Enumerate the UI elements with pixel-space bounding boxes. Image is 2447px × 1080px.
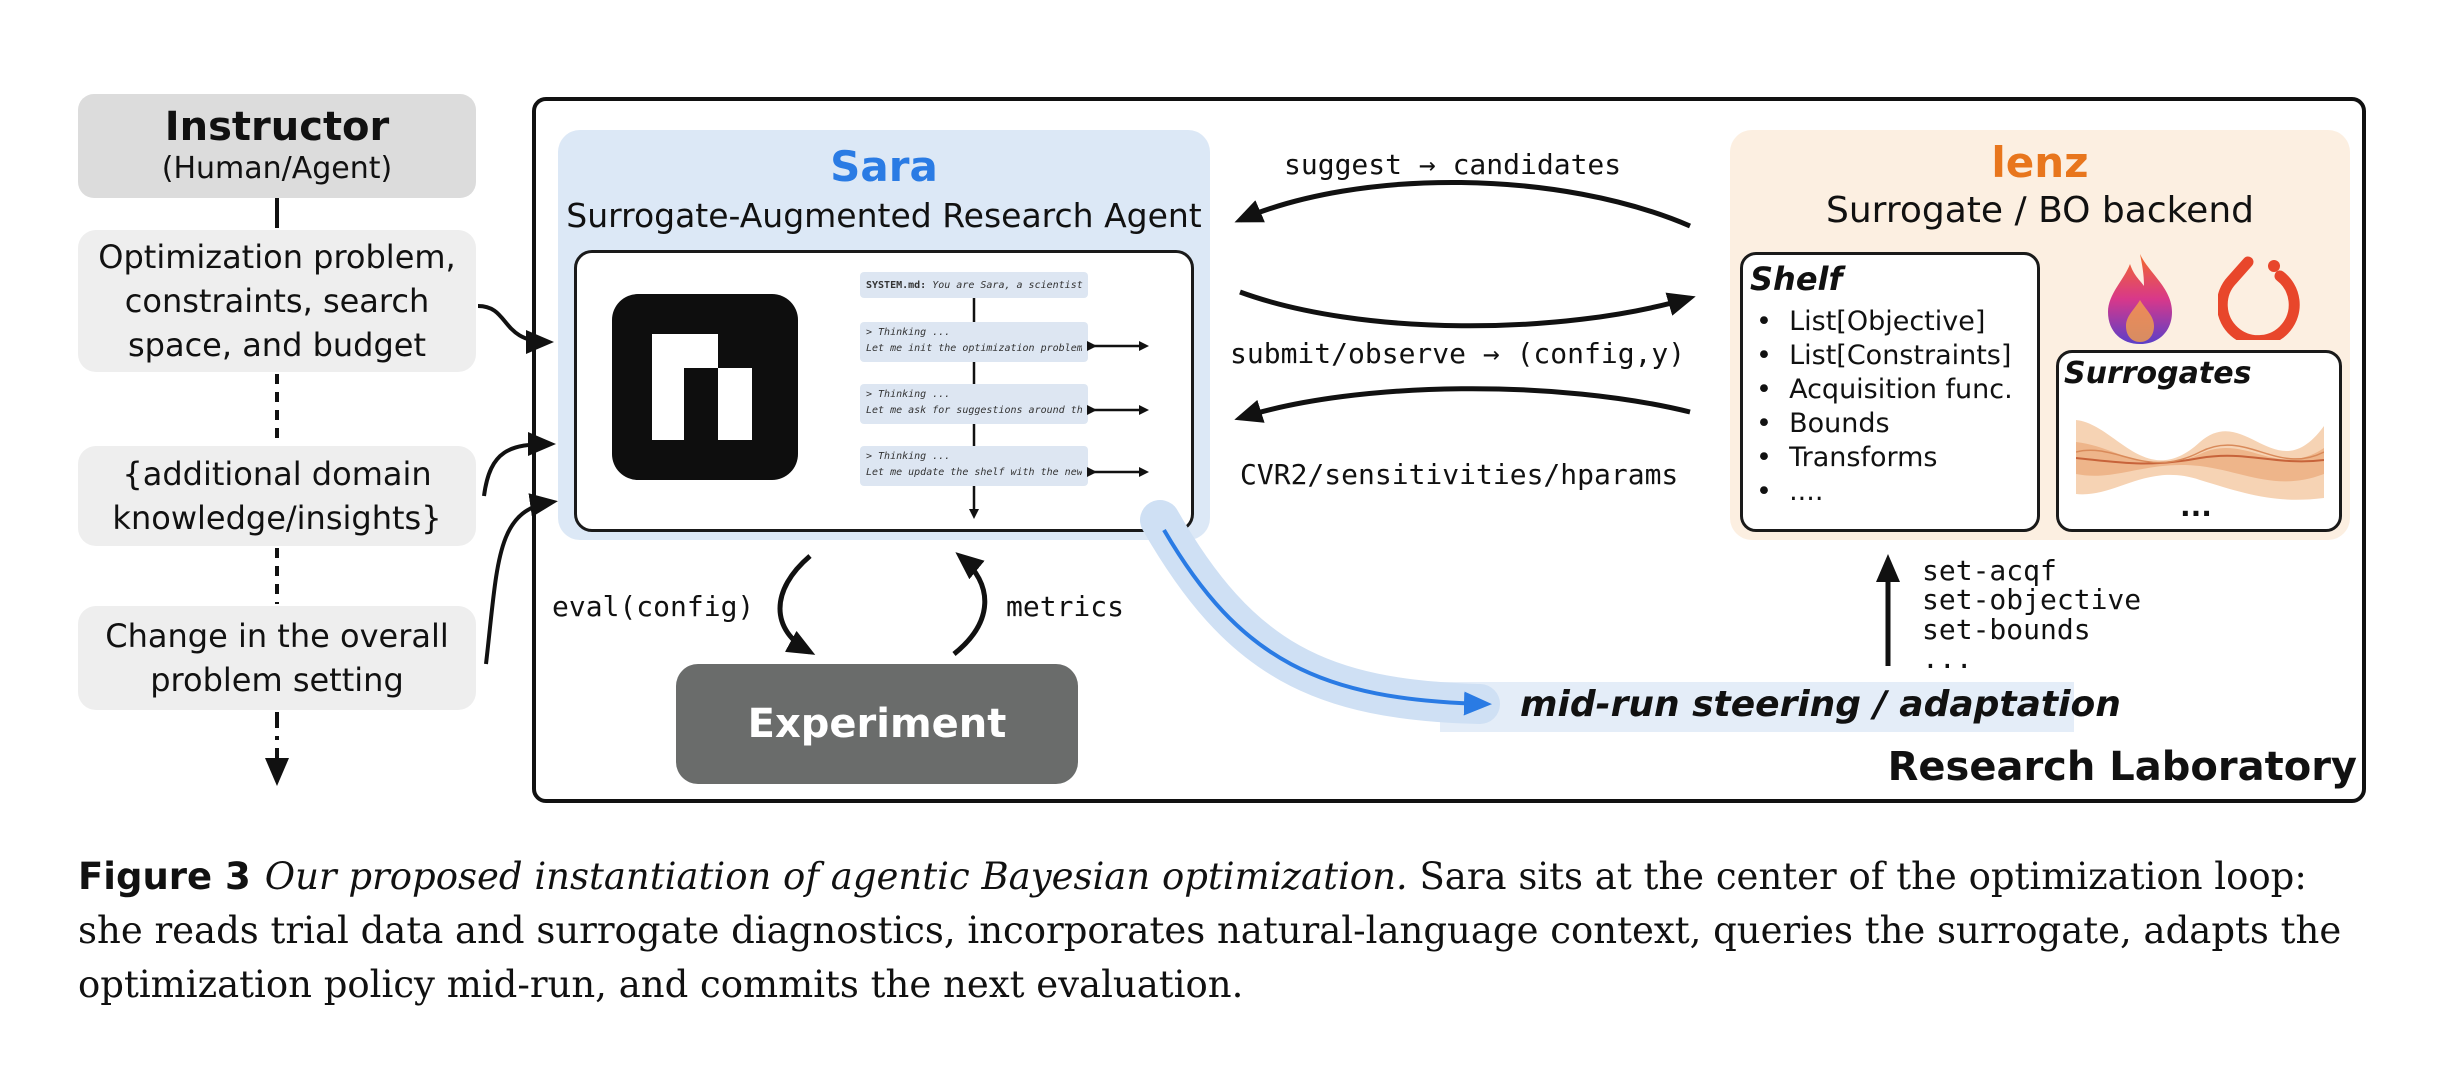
shelf-item: • ....: [1756, 476, 1824, 507]
diagnostics-arrow: [1234, 386, 1691, 423]
shelf-item: • List[Constraints]: [1756, 340, 2012, 371]
input-problem-line3: space, and budget: [127, 326, 427, 365]
suggest-label: suggest → candidates: [1284, 148, 1622, 181]
surrogate-plot-icon: [2075, 402, 2325, 504]
sara-name: Sara: [830, 142, 938, 191]
instructor-input-change: Change in the overall problem setting: [78, 606, 476, 710]
command-more: ...: [1922, 642, 1973, 676]
input-problem-line1: Optimization problem,: [98, 237, 456, 276]
caption-figure-number: Figure 3: [78, 855, 251, 898]
sara-subtitle: Surrogate-Augmented Research Agent: [566, 196, 1202, 235]
shelf-box: [1740, 252, 2040, 532]
figure-caption: Figure 3 Our proposed instantiation of ag…: [78, 850, 2378, 1012]
steering-arrow: [1162, 528, 1492, 716]
input-arrow: [482, 432, 556, 497]
sara-logo-icon: [612, 294, 798, 480]
chat-step-text: Let me update the shelf with the new ...: [866, 466, 1082, 478]
diagnostics-label: CVR2/sensitivities/hparams: [1240, 458, 1679, 491]
steering-label: mid-run steering / adaptation: [1520, 684, 2121, 725]
input-problem-line2: constraints, search: [124, 281, 430, 320]
instructor-input-knowledge: {additional domain knowledge/insights}: [78, 446, 476, 546]
submit-arrow: [1239, 289, 1696, 329]
experiment-box: Experiment: [676, 664, 1078, 784]
chat-step-thinking: > Thinking ...: [866, 389, 951, 400]
lenz-commands: set-acqf set-objective set-bounds ...: [1922, 556, 2141, 674]
caption-body: Sara sits at the center of the optimizat…: [78, 855, 2342, 1007]
input-arrow: [477, 304, 554, 354]
shelf-item: • Transforms: [1756, 442, 1938, 473]
eval-label: eval(config): [552, 590, 755, 623]
chat-step-thinking: > Thinking ...: [866, 451, 951, 462]
chat-system-label: SYSTEM.md:: [866, 279, 927, 291]
chat-step: > Thinking ... Let me ask for suggestion…: [860, 384, 1088, 424]
shelf-item: • Acquisition func.: [1756, 374, 2013, 405]
chat-step: > Thinking ... Let me update the shelf w…: [860, 446, 1088, 486]
instructor-title: Instructor: [164, 104, 390, 151]
experiment-label: Experiment: [747, 701, 1007, 747]
caption-title: Our proposed instantiation of agentic Ba…: [264, 855, 1408, 898]
input-change-line1: Change in the overall: [105, 616, 449, 655]
shelf-item: • List[Objective]: [1756, 306, 1986, 337]
eval-arrow: [777, 554, 816, 655]
input-arrow: [484, 493, 558, 665]
input-knowledge-line1: {additional domain: [122, 454, 432, 493]
flame-logo-icon: [2100, 250, 2180, 346]
metrics-arrow: [952, 552, 988, 656]
instructor-box: Instructor (Human/Agent): [78, 94, 476, 198]
chat-system-text: You are Sara, a scientist ...: [932, 279, 1088, 291]
command-set-acqf: set-acqf: [1922, 554, 2057, 587]
steering-band: [1440, 682, 2074, 732]
shelf-title: Shelf: [1750, 260, 1843, 298]
chat-step-text: Let me ask for suggestions around the be…: [866, 404, 1082, 416]
chat-step: > Thinking ... Let me init the optimizat…: [860, 322, 1088, 362]
metrics-label: metrics: [1006, 590, 1125, 623]
shelf-item: • Bounds: [1756, 408, 1890, 439]
chat-step-thinking: > Thinking ...: [866, 327, 951, 338]
input-change-line2: problem setting: [150, 661, 404, 699]
instructor-subtitle: (Human/Agent): [161, 151, 393, 187]
instructor-input-problem: Optimization problem, constraints, searc…: [78, 230, 476, 372]
lenz-name: lenz: [1991, 138, 2089, 187]
surrogates-ellipsis: ...: [2180, 490, 2212, 523]
research-lab-label: Research Laboratory: [1887, 744, 2357, 790]
suggest-arrow: [1234, 180, 1691, 229]
surrogates-title: Surrogates: [2064, 356, 2252, 391]
lenz-subtitle: Surrogate / BO backend: [1826, 190, 2254, 231]
submit-label: submit/observe → (config,y): [1230, 337, 1686, 370]
chat-step-text: Let me init the optimization problem...: [866, 342, 1082, 354]
chat-system-message: SYSTEM.md: You are Sara, a scientist ...: [860, 272, 1088, 298]
command-set-bounds: set-bounds: [1922, 612, 2091, 646]
command-set-objective: set-objective: [1922, 583, 2142, 617]
input-knowledge-line2: knowledge/insights}: [112, 499, 442, 537]
